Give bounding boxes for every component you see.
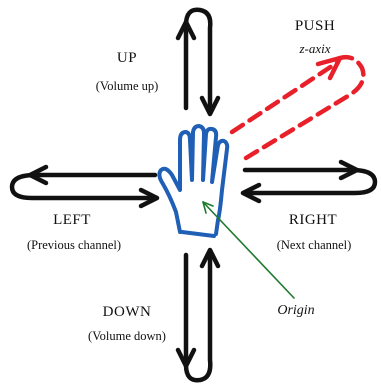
down-label: DOWN bbox=[102, 304, 152, 320]
hand-icon bbox=[157, 124, 230, 238]
left-arrow bbox=[9, 164, 160, 209]
down-arrow bbox=[175, 247, 221, 383]
down-action-label: (Volume down) bbox=[88, 329, 166, 343]
push-arrow bbox=[229, 54, 366, 161]
up-label: UP bbox=[116, 50, 138, 66]
left-label: LEFT bbox=[53, 212, 91, 228]
left-action-label: (Previous channel) bbox=[26, 238, 122, 252]
push-label: PUSH bbox=[294, 18, 336, 34]
right-action-label: (Next channel) bbox=[276, 238, 352, 252]
up-arrow bbox=[175, 7, 221, 117]
origin-label: Origin bbox=[277, 303, 315, 318]
origin-pointer bbox=[202, 201, 295, 299]
push-axis-label: z-axix bbox=[299, 41, 331, 56]
right-arrow bbox=[240, 159, 378, 204]
right-label: RIGHT bbox=[288, 212, 338, 228]
up-action-label: (Volume up) bbox=[95, 79, 159, 93]
